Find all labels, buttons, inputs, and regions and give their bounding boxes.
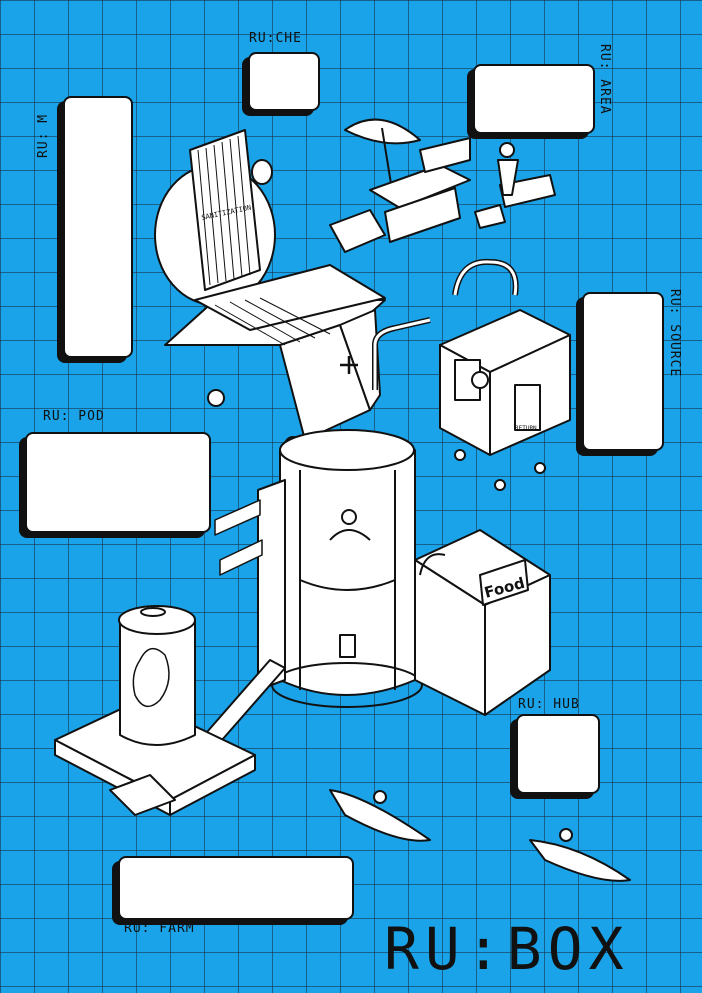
hub-food-stall-illustration: Food bbox=[414, 529, 551, 716]
area-label: RU: AREA bbox=[597, 44, 612, 115]
poster-title: RU:BOX bbox=[384, 915, 630, 983]
pod-label: RU: POD bbox=[43, 409, 105, 424]
pod-cylinder-illustration bbox=[199, 429, 423, 749]
pod-speech-box bbox=[25, 432, 211, 533]
source-label: RU: SOURCE bbox=[667, 289, 682, 378]
m-speech-box bbox=[63, 96, 133, 358]
boat-illustration bbox=[329, 789, 631, 882]
ruche-label: RU:CHE bbox=[249, 31, 302, 46]
farm-tank-illustration bbox=[54, 605, 256, 816]
area-umbrella-illustration bbox=[329, 118, 556, 253]
source-machine-illustration: RETURN bbox=[372, 258, 571, 491]
source-speech-box bbox=[582, 292, 664, 451]
area-speech-box bbox=[473, 64, 595, 134]
central-container-illustration bbox=[164, 264, 386, 454]
sanitization-gate-illustration: SANITIZATION bbox=[154, 129, 276, 306]
m-label: RU: M bbox=[36, 113, 51, 158]
farm-speech-box bbox=[118, 856, 354, 920]
farm-label: RU: FARM bbox=[124, 921, 195, 936]
hub-label: RU: HUB bbox=[518, 697, 580, 712]
return-sign: RETURN bbox=[515, 425, 537, 432]
hub-speech-box bbox=[516, 714, 600, 794]
ruche-speech-box bbox=[248, 52, 320, 111]
